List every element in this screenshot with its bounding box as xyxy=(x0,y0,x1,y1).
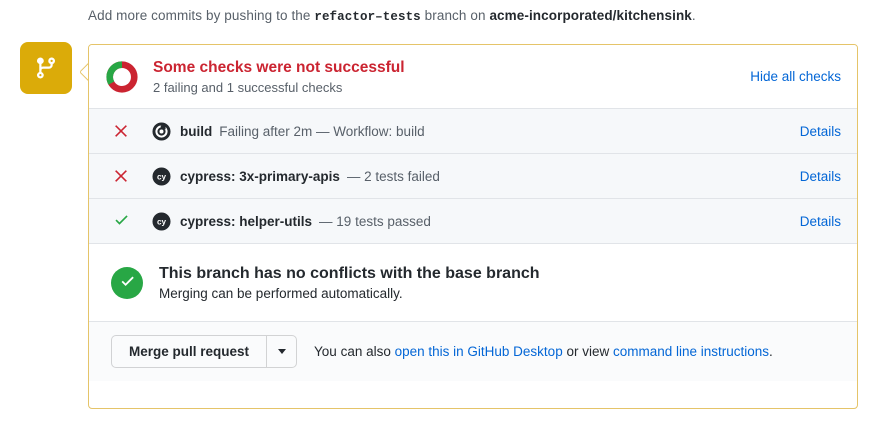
merge-status-box: Some checks were not successful 2 failin… xyxy=(88,44,858,409)
merge-conflict-status: This branch has no conflicts with the ba… xyxy=(89,243,857,321)
merge-actions-footer: Merge pull request You can also open thi… xyxy=(89,321,857,381)
chevron-down-icon xyxy=(277,349,286,354)
merge-help-text: You can also open this in GitHub Desktop… xyxy=(314,344,773,359)
merge-conflict-text: This branch has no conflicts with the ba… xyxy=(159,263,540,303)
notice-prefix: Add more commits by pushing to the xyxy=(88,8,315,23)
check-row[interactable]: build Failing after 2m — Workflow: build… xyxy=(89,108,857,153)
check-details-link[interactable]: Details xyxy=(799,213,841,229)
check-name: build xyxy=(180,123,213,139)
check-icon xyxy=(111,213,131,230)
hide-all-checks-link[interactable]: Hide all checks xyxy=(750,69,841,84)
check-name: cypress: helper-utils xyxy=(180,213,313,229)
help-text-before: You can also xyxy=(314,344,395,359)
x-icon xyxy=(111,168,131,184)
check-description: — 2 tests failed xyxy=(346,168,440,184)
notice-branch-name: refactor–tests xyxy=(314,10,421,24)
check-description: Failing after 2m — Workflow: build xyxy=(219,123,425,139)
help-text-middle: or view xyxy=(562,344,613,359)
merge-conflict-title: This branch has no conflicts with the ba… xyxy=(159,264,540,282)
github-actions-icon xyxy=(151,121,171,141)
check-row[interactable]: cy cypress: 3x-primary-apis — 2 tests fa… xyxy=(89,153,857,198)
donut-progress-icon xyxy=(105,60,139,94)
notice-repo-name: acme-incorporated/kitchensink xyxy=(489,8,692,23)
cypress-icon: cy xyxy=(151,211,171,231)
notice-suffix: . xyxy=(691,8,696,23)
command-line-instructions-link[interactable]: command line instructions xyxy=(612,344,770,359)
notice-middle: branch on xyxy=(420,8,490,23)
git-branch-icon xyxy=(34,56,58,80)
check-details-link[interactable]: Details xyxy=(799,168,841,184)
cypress-icon: cy xyxy=(151,166,171,186)
merge-options-dropdown-button[interactable] xyxy=(266,335,298,368)
checks-status-title: Some checks were not successful xyxy=(153,58,405,76)
svg-text:cy: cy xyxy=(156,217,166,226)
open-in-github-desktop-link[interactable]: open this in GitHub Desktop xyxy=(394,344,563,359)
svg-text:cy: cy xyxy=(156,172,166,181)
check-row[interactable]: cy cypress: helper-utils — 19 tests pass… xyxy=(89,198,857,243)
help-text-after: . xyxy=(769,344,773,359)
check-name: cypress: 3x-primary-apis xyxy=(180,168,340,184)
check-circle-icon xyxy=(111,266,143,299)
x-icon xyxy=(111,123,131,139)
timeline-badge xyxy=(20,42,72,94)
merge-pull-request-button[interactable]: Merge pull request xyxy=(111,335,267,368)
checks-header-text: Some checks were not successful 2 failin… xyxy=(153,58,740,96)
checks-status-subtitle: 2 failing and 1 successful checks xyxy=(153,79,343,95)
check-description: — 19 tests passed xyxy=(319,213,431,229)
push-more-commits-notice: Add more commits by pushing to the refac… xyxy=(88,8,696,24)
merge-conflict-subtitle: Merging can be performed automatically. xyxy=(159,285,403,301)
merge-button-group: Merge pull request xyxy=(111,335,298,368)
check-details-link[interactable]: Details xyxy=(799,123,841,139)
checks-header: Some checks were not successful 2 failin… xyxy=(89,45,857,108)
